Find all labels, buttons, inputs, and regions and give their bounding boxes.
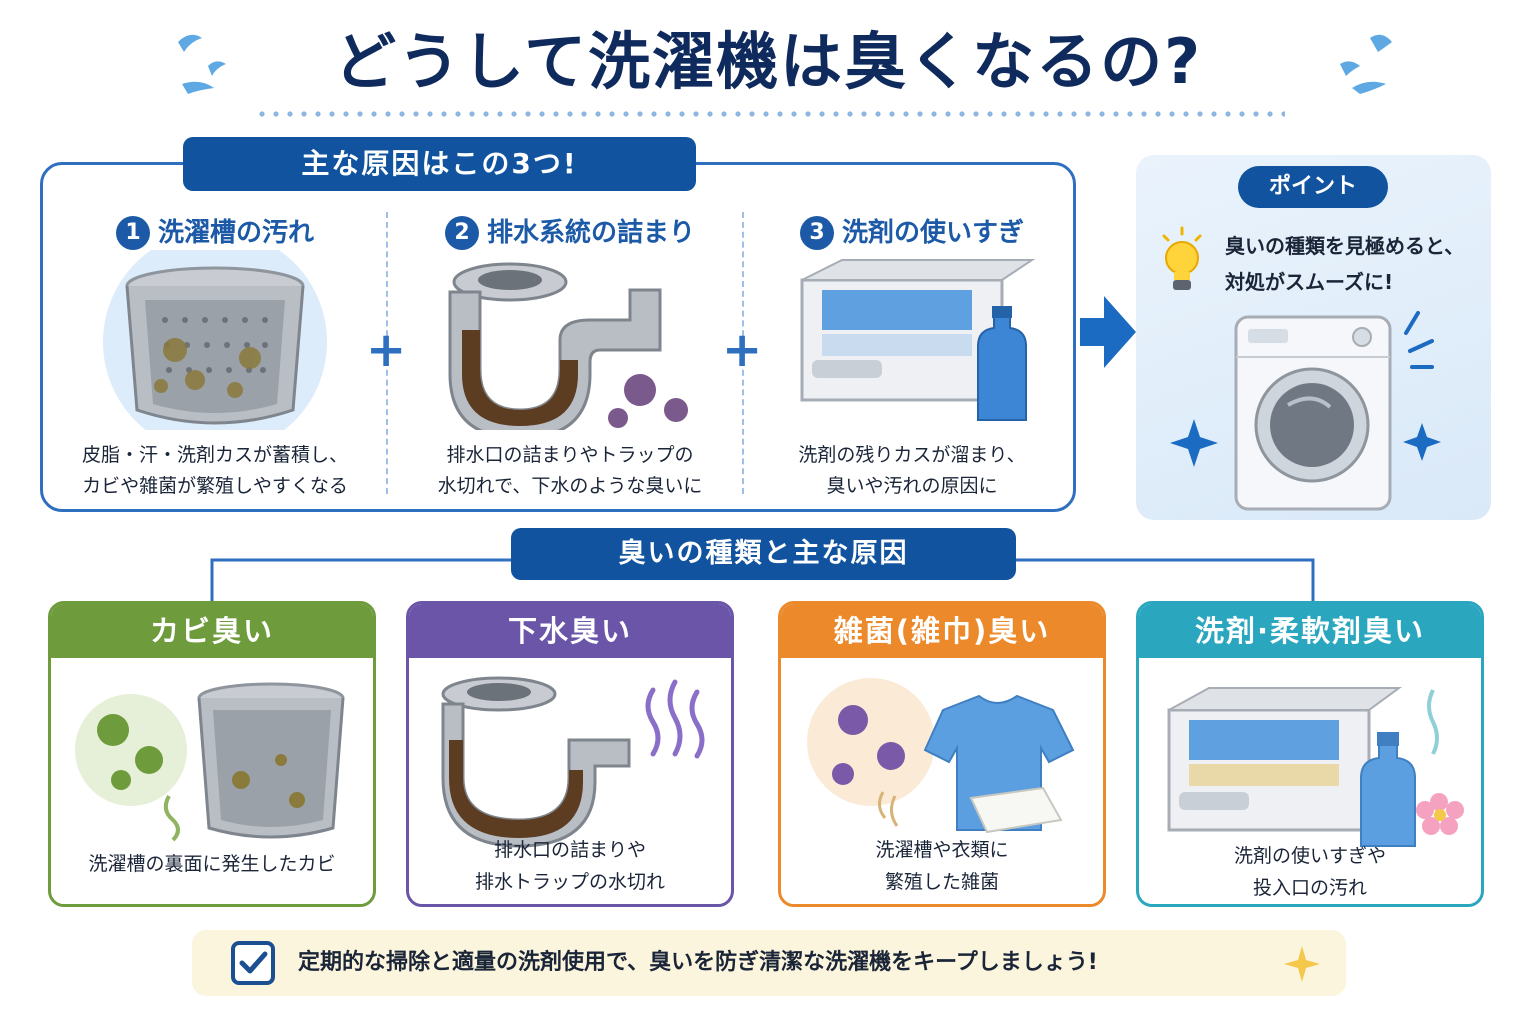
cause-title-label: 排水系統の詰まり [486, 218, 695, 248]
water-drop-icon [1340, 34, 1392, 94]
point-message-line: 対処がスムーズに! [1225, 270, 1394, 294]
type-card-detergent: 洗剤·柔軟剤臭い 洗剤の使いすぎや 投入口の汚れ [1136, 601, 1484, 907]
cause-description-line: 皮脂・汗・洗剤カスが蓄積し、 [81, 444, 348, 466]
detergent-drawer-illustration [1167, 687, 1464, 847]
point-badge: ポイント [1238, 166, 1388, 208]
type-description-line: 洗濯槽や衣類に [875, 839, 1009, 861]
title-divider [255, 110, 1285, 118]
cause-description: 皮脂・汗・洗剤カスが蓄積し、 カビや雑菌が繁殖しやすくなる [55, 440, 375, 502]
type-description-line: 排水トラップの水切れ [474, 871, 665, 893]
type-title: 洗剤·柔軟剤臭い [1139, 604, 1481, 658]
cause-description: 排水口の詰まりやトラップの 水切れで、下水のような臭いに [410, 440, 730, 502]
types-badge: 臭いの種類と主な原因 [511, 528, 1016, 580]
cause-description-line: 排水口の詰まりやトラップの [446, 444, 694, 466]
detergent-drawer-illustration [800, 259, 1036, 421]
germ-icon [97, 714, 163, 790]
check-icon [231, 941, 275, 985]
type-description: 排水口の詰まりや 排水トラップの水切れ [409, 834, 731, 898]
type-description-line: 繁殖した雑菌 [884, 871, 999, 893]
type-description-line: 排水口の詰まりや [493, 839, 646, 861]
type-title: 下水臭い [409, 604, 731, 658]
type-description: 洗濯槽の裏面に発生したカビ [51, 848, 373, 880]
causes-badge: 主な原因はこの3つ! [183, 137, 696, 191]
type-description-line: 洗濯槽の裏面に発生したカビ [88, 853, 336, 875]
type-description-line: 洗剤の使いすぎや [1233, 845, 1386, 867]
type-description: 洗濯槽や衣類に 繁殖した雑菌 [781, 834, 1103, 898]
cause-number: 2 [444, 216, 479, 250]
cause-separator [386, 212, 388, 494]
water-drop-icon [178, 34, 226, 94]
cause-description: 洗剤の残りカスが溜まり、 臭いや汚れの原因に [752, 440, 1072, 502]
washing-drum-illustration [103, 250, 327, 430]
type-title: 雑菌(雑巾)臭い [781, 604, 1103, 658]
cause-separator [742, 212, 744, 494]
lightbulb-icon [1162, 226, 1202, 290]
arrow-right-icon [1080, 296, 1136, 368]
cause-description-line: 臭いや汚れの原因に [826, 475, 998, 497]
germ-icon [832, 705, 905, 785]
drain-odor-illustration [441, 676, 705, 848]
cause-description-line: 水切れで、下水のような臭いに [437, 475, 703, 497]
cause-title-label: 洗濯槽の汚れ [157, 218, 314, 248]
type-card-bacteria: 雑菌(雑巾)臭い 洗濯槽や衣類に 繁殖した雑菌 [778, 601, 1106, 907]
point-message: 臭いの種類を見極めると、 対処がスムーズに! [1225, 228, 1487, 300]
plus-sign: + [366, 322, 407, 378]
point-message-line: 臭いの種類を見極めると、 [1225, 234, 1465, 258]
washing-machine-illustration [1170, 311, 1441, 511]
cause-title-label: 洗剤の使いすぎ [841, 218, 1024, 248]
type-description: 洗剤の使いすぎや 投入口の汚れ [1139, 840, 1481, 904]
bacteria-clothes-illustration [807, 678, 1075, 834]
mold-drum-illustration [75, 682, 345, 842]
cause-number: 1 [115, 216, 150, 250]
bottom-banner [192, 930, 1346, 996]
type-card-mold: カビ臭い 洗濯槽の裏面に発生したカビ [48, 601, 376, 907]
flower-icon [1416, 793, 1464, 835]
cause-number: 3 [799, 216, 834, 250]
page-title: どうして洗濯機は臭くなるの? [333, 25, 1203, 98]
cause-description-line: カビや雑菌が繁殖しやすくなる [82, 475, 348, 497]
type-description-line: 投入口の汚れ [1252, 877, 1367, 899]
type-card-sewage: 下水臭い 排水口の詰まりや 排水トラップの水切れ [406, 601, 734, 907]
drain-pipe-illustration [448, 262, 688, 430]
type-title: カビ臭い [51, 604, 373, 658]
cause-description-line: 洗剤の残りカスが溜まり、 [798, 444, 1026, 466]
odor-wave-icon [645, 679, 705, 759]
banner-message: 定期的な掃除と適量の洗剤使用で、臭いを防ぎ清潔な洗濯機をキープしましょう! [298, 950, 1098, 975]
sparkle-icon [1284, 946, 1320, 982]
plus-sign: + [722, 322, 763, 378]
